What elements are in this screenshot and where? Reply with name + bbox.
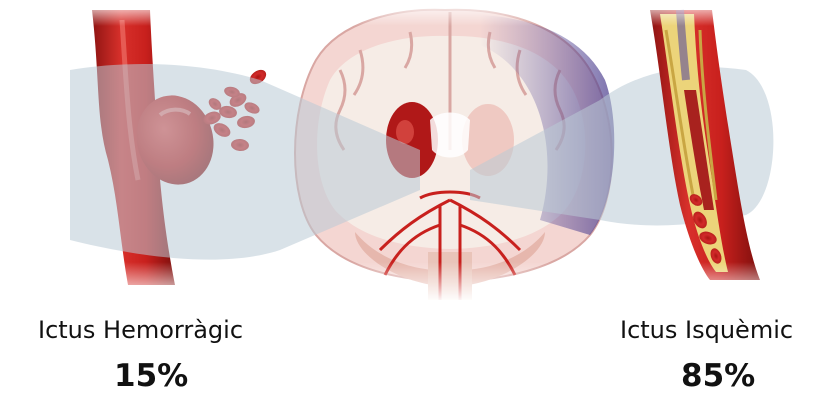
ischemic-stroke-label: Ictus Isquèmic	[620, 316, 793, 344]
ischemic-stroke-percent: 85%	[681, 358, 755, 394]
hemorrhagic-stroke-percent: 15%	[114, 358, 188, 394]
hemorrhagic-stroke-label: Ictus Hemorràgic	[38, 316, 243, 344]
fade-top	[0, 0, 816, 26]
fade-bottom	[0, 262, 816, 302]
